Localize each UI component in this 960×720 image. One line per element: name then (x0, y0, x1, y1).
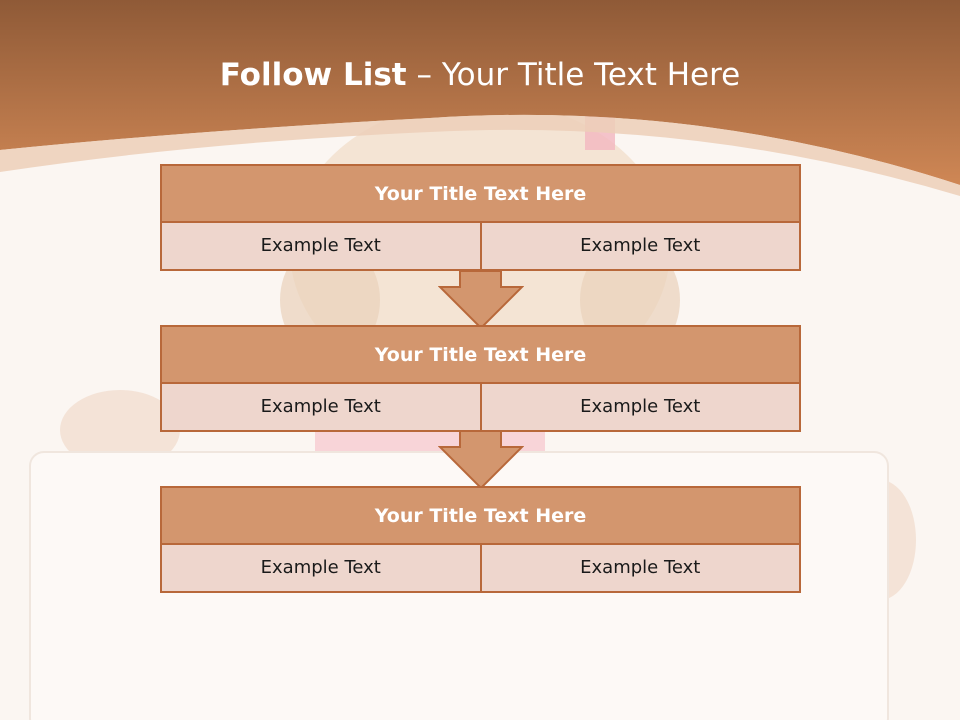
slide-title: Follow List – Your Title Text Here (0, 52, 960, 98)
down-arrow-icon (438, 430, 524, 490)
list-block: Your Title Text Here Example Text Exampl… (160, 325, 801, 432)
slide-title-rest: – Your Title Text Here (416, 57, 741, 93)
block-title: Your Title Text Here (162, 488, 799, 545)
slide-title-bold: Follow List (219, 57, 407, 93)
block-row: Example Text Example Text (162, 223, 799, 269)
block-cell-right: Example Text (479, 223, 800, 269)
block-title: Your Title Text Here (162, 166, 799, 223)
block-title: Your Title Text Here (162, 327, 799, 384)
block-cell-right: Example Text (479, 545, 800, 591)
block-row: Example Text Example Text (162, 384, 799, 430)
block-cell-right: Example Text (479, 384, 800, 430)
down-arrow-icon (438, 270, 524, 330)
list-block: Your Title Text Here Example Text Exampl… (160, 164, 801, 271)
block-cell-left: Example Text (260, 557, 381, 578)
block-cell-left: Example Text (260, 396, 381, 417)
block-cell-left: Example Text (260, 235, 381, 256)
block-row: Example Text Example Text (162, 545, 799, 591)
list-block: Your Title Text Here Example Text Exampl… (160, 486, 801, 593)
